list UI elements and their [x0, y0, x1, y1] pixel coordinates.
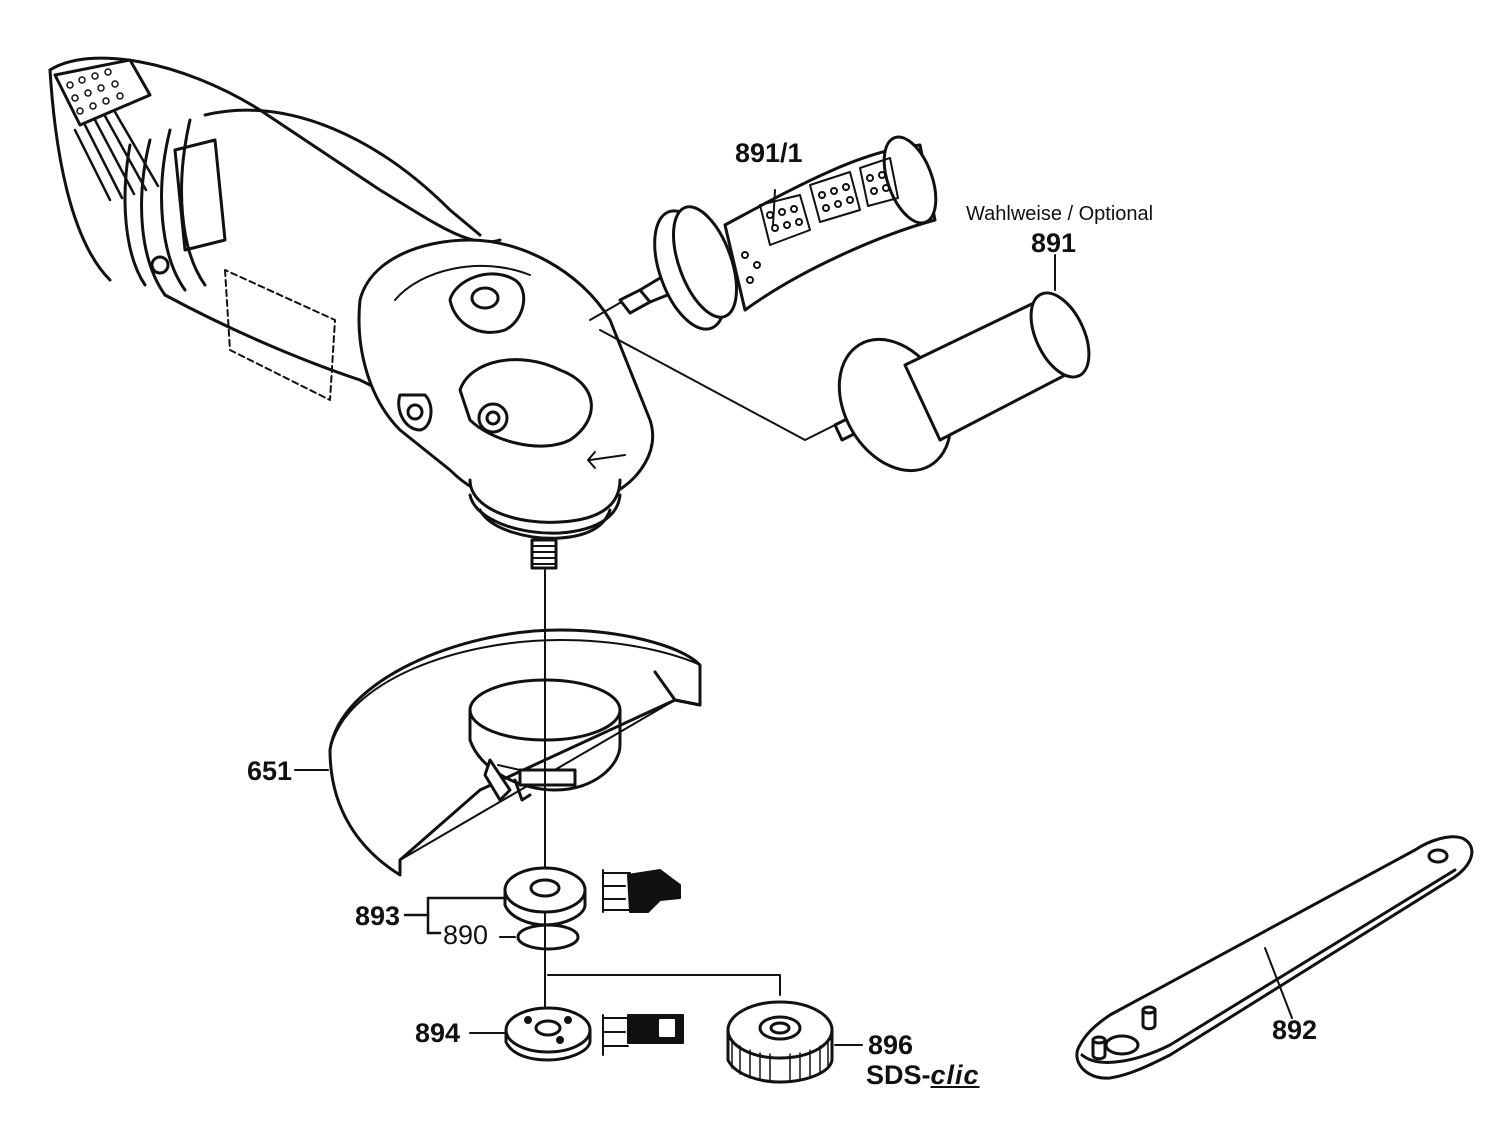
part-label-893: 893 [355, 901, 401, 931]
part-label-892: 892 [1272, 1015, 1318, 1045]
handle-leader-lines [589, 299, 836, 441]
quick-nut-896 [726, 1000, 834, 1084]
protective-guard-651 [294, 628, 702, 877]
side-handle-891 [833, 254, 1091, 473]
side-handle-891-1 [618, 135, 938, 331]
grinder-body [48, 56, 655, 570]
clic-wordmark: clic [930, 1060, 980, 1090]
part-label-896: 896 [868, 1030, 914, 1060]
part-label-890: 890 [443, 920, 489, 950]
nut-profile-icon [602, 1014, 684, 1056]
clamping-nut-894 [504, 1006, 592, 1062]
part-label-651: 651 [247, 756, 293, 786]
sds-clic-logo: SDS-clic [866, 1062, 980, 1089]
part-label-891-1: 891/1 [735, 138, 803, 168]
flange-profile-icon [602, 869, 681, 913]
part-label-894: 894 [415, 1018, 461, 1048]
spanner-892 [1075, 835, 1474, 1080]
sds-prefix: SDS- [866, 1060, 931, 1090]
bracket-893-890 [403, 896, 507, 935]
o-ring-890 [516, 923, 580, 951]
leader-894-896 [547, 974, 781, 996]
part-label-891: 891 [1031, 228, 1077, 258]
optional-note: Wahlweise / Optional [966, 203, 1154, 225]
